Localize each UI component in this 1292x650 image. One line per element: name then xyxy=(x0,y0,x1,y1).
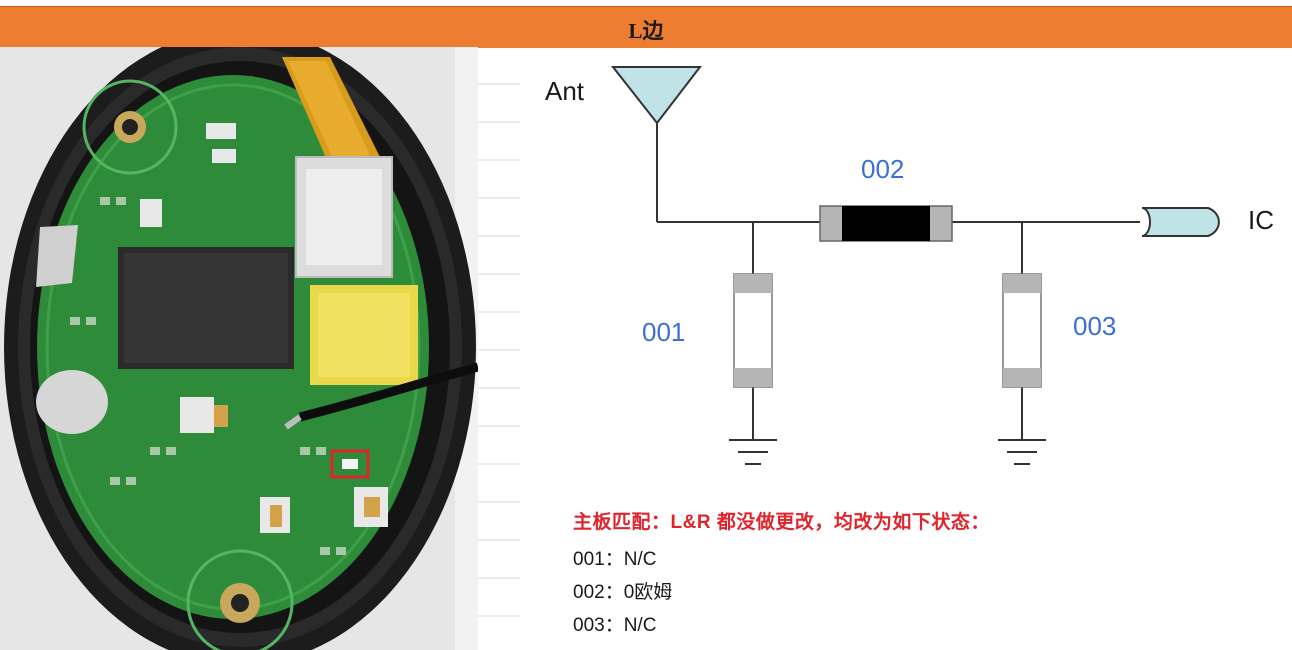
ground-symbol xyxy=(729,439,1046,465)
spec-line-003: 003：N/C xyxy=(573,615,657,636)
spec-line-002: 002：0欧姆 xyxy=(573,582,673,603)
label-003: 003 xyxy=(1073,311,1117,341)
ic-label: IC xyxy=(1248,205,1274,235)
matching-network-schematic xyxy=(610,66,1220,465)
label-001: 001 xyxy=(642,317,686,347)
page-title: L边 xyxy=(628,19,664,43)
pcb-photo xyxy=(0,47,478,650)
matching-note-title: 主板匹配：L&R 都没做更改，均改为如下状态： xyxy=(573,512,990,533)
title-bar: L边 xyxy=(0,6,1292,48)
highlight-box xyxy=(330,449,370,479)
component-001 xyxy=(733,273,773,388)
wires xyxy=(656,123,1140,439)
component-002 xyxy=(819,205,953,242)
antenna-label: Ant xyxy=(545,76,585,106)
spec-line-001: 001：N/C xyxy=(573,549,657,570)
antenna-symbol xyxy=(610,66,703,125)
ic-connector xyxy=(1141,207,1220,237)
divider-lines xyxy=(478,83,520,617)
label-002: 002 xyxy=(861,154,905,184)
component-003 xyxy=(1002,273,1042,388)
